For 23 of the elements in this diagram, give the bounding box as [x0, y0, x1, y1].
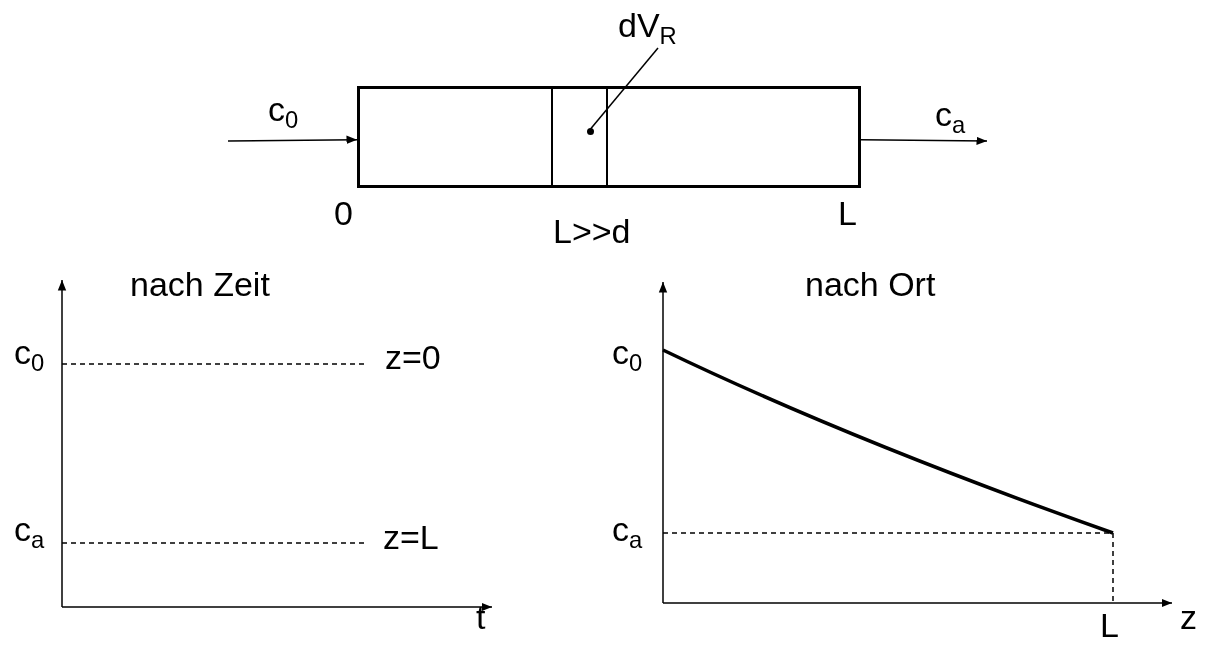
axis-label: c$_{0}$ — [14, 335, 45, 375]
axis-label: c$_{a}$ — [14, 512, 45, 552]
axis-label: L — [838, 196, 857, 230]
axis-label: nach Zeit — [130, 267, 270, 301]
axis-label: nach Ort — [805, 267, 936, 301]
reactor-tube — [357, 86, 861, 188]
flow-arrow — [860, 136, 988, 146]
axis-label: 0 — [334, 196, 353, 230]
edge-label: c$_{a}$ — [935, 97, 966, 137]
axis-label: L — [1100, 608, 1119, 642]
axis-label: c$_{a}$ — [612, 512, 643, 552]
point-dot — [587, 128, 594, 135]
axis-label: t — [476, 600, 486, 634]
axis-label: z=0 — [385, 340, 441, 374]
axis-label: z — [1180, 600, 1197, 634]
axis-label: z=L — [383, 520, 439, 554]
leader-line — [590, 47, 659, 130]
flow-arrow — [227, 135, 358, 144]
volume-element — [551, 86, 608, 188]
edge-label: c$_{0}$ — [268, 92, 299, 132]
axis-label: L>>d — [553, 214, 631, 248]
axis-label: c$_{0}$ — [612, 335, 643, 375]
volume-label: dV$_{R}$ — [618, 8, 728, 48]
